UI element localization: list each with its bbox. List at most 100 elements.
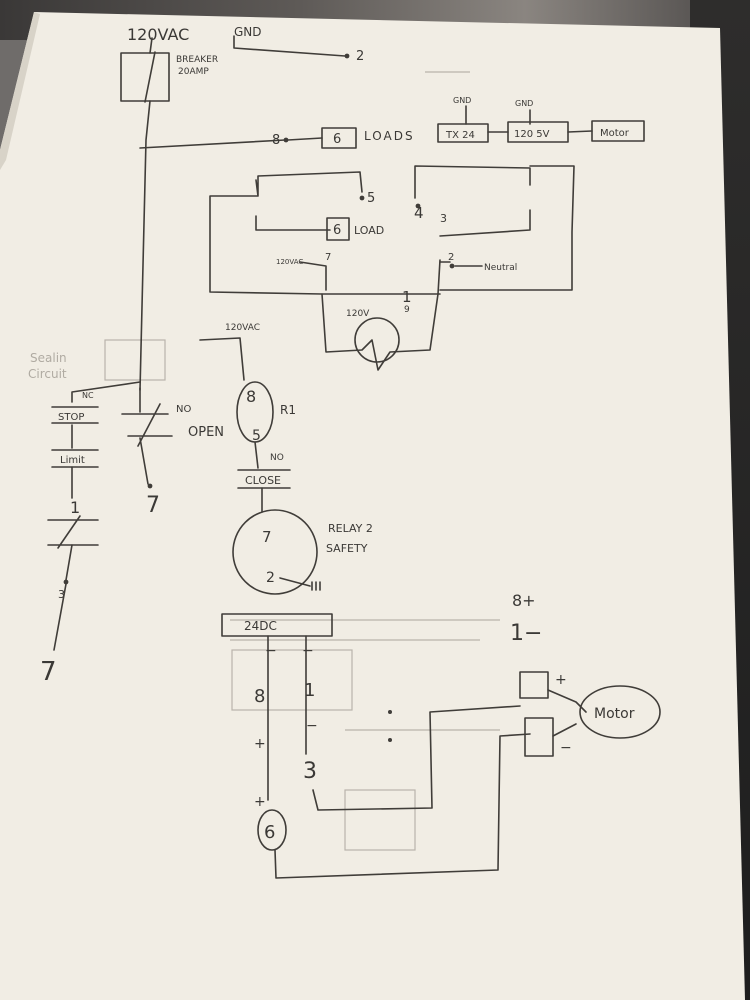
label-r1-top: 8: [246, 387, 256, 406]
label-terminal-7-open: 7: [146, 493, 160, 518]
terminal-7-open: [147, 483, 153, 489]
label-120vac: 120VAC: [127, 25, 189, 44]
label-safety: SAFETY: [326, 542, 368, 555]
relay-block-right: [321, 165, 575, 295]
label-plus-a: +: [254, 736, 266, 752]
label-breaker-rating: 20AMP: [178, 67, 209, 77]
terminal-6-bottom-ring: [257, 809, 287, 851]
terminal-2-neutral: [449, 263, 455, 269]
terminal-3-left: [63, 579, 69, 585]
t3-loop-wire: [312, 705, 521, 811]
relay2-ground: [279, 577, 321, 591]
label-plus-b: +: [254, 794, 266, 810]
hot-feed-wire: [139, 37, 153, 391]
label-120vac-small: 120VAC: [276, 258, 303, 266]
label-gnd-b: GND: [515, 99, 533, 108]
label-terminal-6-load: 6: [333, 223, 341, 238]
wire-120vac-small: [299, 261, 327, 291]
label-terminal-8-bottom: 8: [254, 686, 265, 707]
label-gnd-a: GND: [453, 96, 471, 105]
control-supply-wire: [199, 337, 245, 381]
label-minus-b: −: [302, 643, 314, 659]
label-relay-terminal-1: 1: [402, 288, 412, 306]
stop-switch: [51, 406, 99, 424]
motor-terminal-plus-box: [519, 671, 549, 699]
label-terminal-1-minus: 1−: [510, 621, 542, 646]
label-no-close: NO: [270, 453, 284, 463]
r1-to-close-wire: [254, 441, 259, 469]
label-r1-bottom: 5: [252, 428, 261, 444]
label-120-5v: 120 5V: [514, 129, 550, 140]
t6-loop-wire: [274, 733, 531, 879]
terminal-5-top: [359, 195, 365, 201]
motor-circle: [579, 685, 661, 739]
label-no-open: NO: [176, 404, 191, 415]
paper-sheet: [0, 12, 745, 1000]
supply-24dc-box: [221, 613, 333, 637]
label-loads: LOADS: [364, 129, 415, 143]
label-terminal-8-plus: 8+: [512, 591, 536, 610]
terminal-dot-a: [388, 710, 392, 714]
label-120vac-mid: 120VAC: [225, 323, 260, 333]
label-breaker: BREAKER: [176, 55, 218, 65]
terminal-8-top: [283, 137, 289, 143]
label-minus-c: −: [306, 718, 318, 734]
label-terminal-5-top: 5: [367, 191, 375, 206]
gnd-wire-top: [233, 35, 346, 57]
close-switch: [237, 469, 291, 489]
label-terminal-1-bottom: 1: [304, 680, 315, 701]
erased-marks: [104, 71, 500, 851]
terminal-dot-b: [388, 738, 392, 742]
label-limit: Limit: [60, 455, 85, 466]
label-tx24: TX 24: [445, 130, 475, 141]
label-gnd-top: GND: [234, 25, 262, 39]
label-open: OPEN: [188, 425, 224, 440]
terminal-4-top: [415, 203, 421, 209]
label-motor: Motor: [594, 706, 635, 722]
label-stop: STOP: [58, 412, 84, 423]
motor-box-top: [591, 120, 645, 142]
open-no-contact: [121, 387, 173, 485]
label-motor-plus: +: [555, 672, 567, 688]
label-close: CLOSE: [245, 474, 281, 487]
seal-contact-to-t3-wire: [65, 544, 73, 581]
label-relay2-bottom: 2: [266, 570, 275, 586]
wire-8-to-6: [287, 137, 323, 141]
label-terminal-8-top: 8: [272, 133, 280, 148]
seal-contact: [47, 515, 99, 549]
relay-block-left: [209, 171, 441, 371]
terminal-2-top: [344, 53, 350, 59]
label-sealin: Sealin: [30, 351, 67, 365]
label-terminal-7-small: 7: [325, 252, 331, 263]
label-relay2: RELAY 2: [328, 522, 373, 535]
label-circuit: Circuit: [28, 367, 67, 381]
terminal-6-box: [321, 127, 357, 149]
label-terminal-2-top: 2: [356, 49, 364, 64]
paper-shadow: [0, 12, 40, 170]
label-minus-a: −: [265, 643, 277, 659]
label-nc: NC: [82, 391, 94, 400]
label-relay-120v: 120V: [346, 309, 370, 319]
motor-feed-plus: [547, 689, 587, 713]
label-terminal-7-left: 7: [40, 657, 57, 687]
label-terminal-3-bottom: 3: [303, 759, 317, 784]
relay-2-coil: [232, 509, 318, 595]
label-motor-minus: −: [560, 740, 572, 756]
psu-to-motor-wire: [567, 130, 593, 133]
label-terminal-6-bottom: 6: [264, 822, 275, 843]
breaker-line: [144, 51, 156, 103]
terminal-6-load-box: [326, 217, 350, 241]
tx24-box: [437, 123, 489, 143]
label-relay2-top: 7: [262, 528, 272, 546]
motor-feed-minus: [552, 723, 577, 737]
motor-terminal-minus-box: [524, 717, 554, 757]
label-r1: R1: [280, 403, 296, 417]
label-neutral: Neutral: [484, 263, 517, 273]
label-terminal-2-neutral: 2: [448, 252, 454, 263]
label-24dc: 24DC: [244, 619, 277, 633]
label-terminal-3-top: 3: [440, 212, 447, 225]
wire-to-loads: [139, 139, 286, 149]
limit-switch: [51, 449, 99, 468]
stop-limit-branch: [71, 381, 141, 403]
